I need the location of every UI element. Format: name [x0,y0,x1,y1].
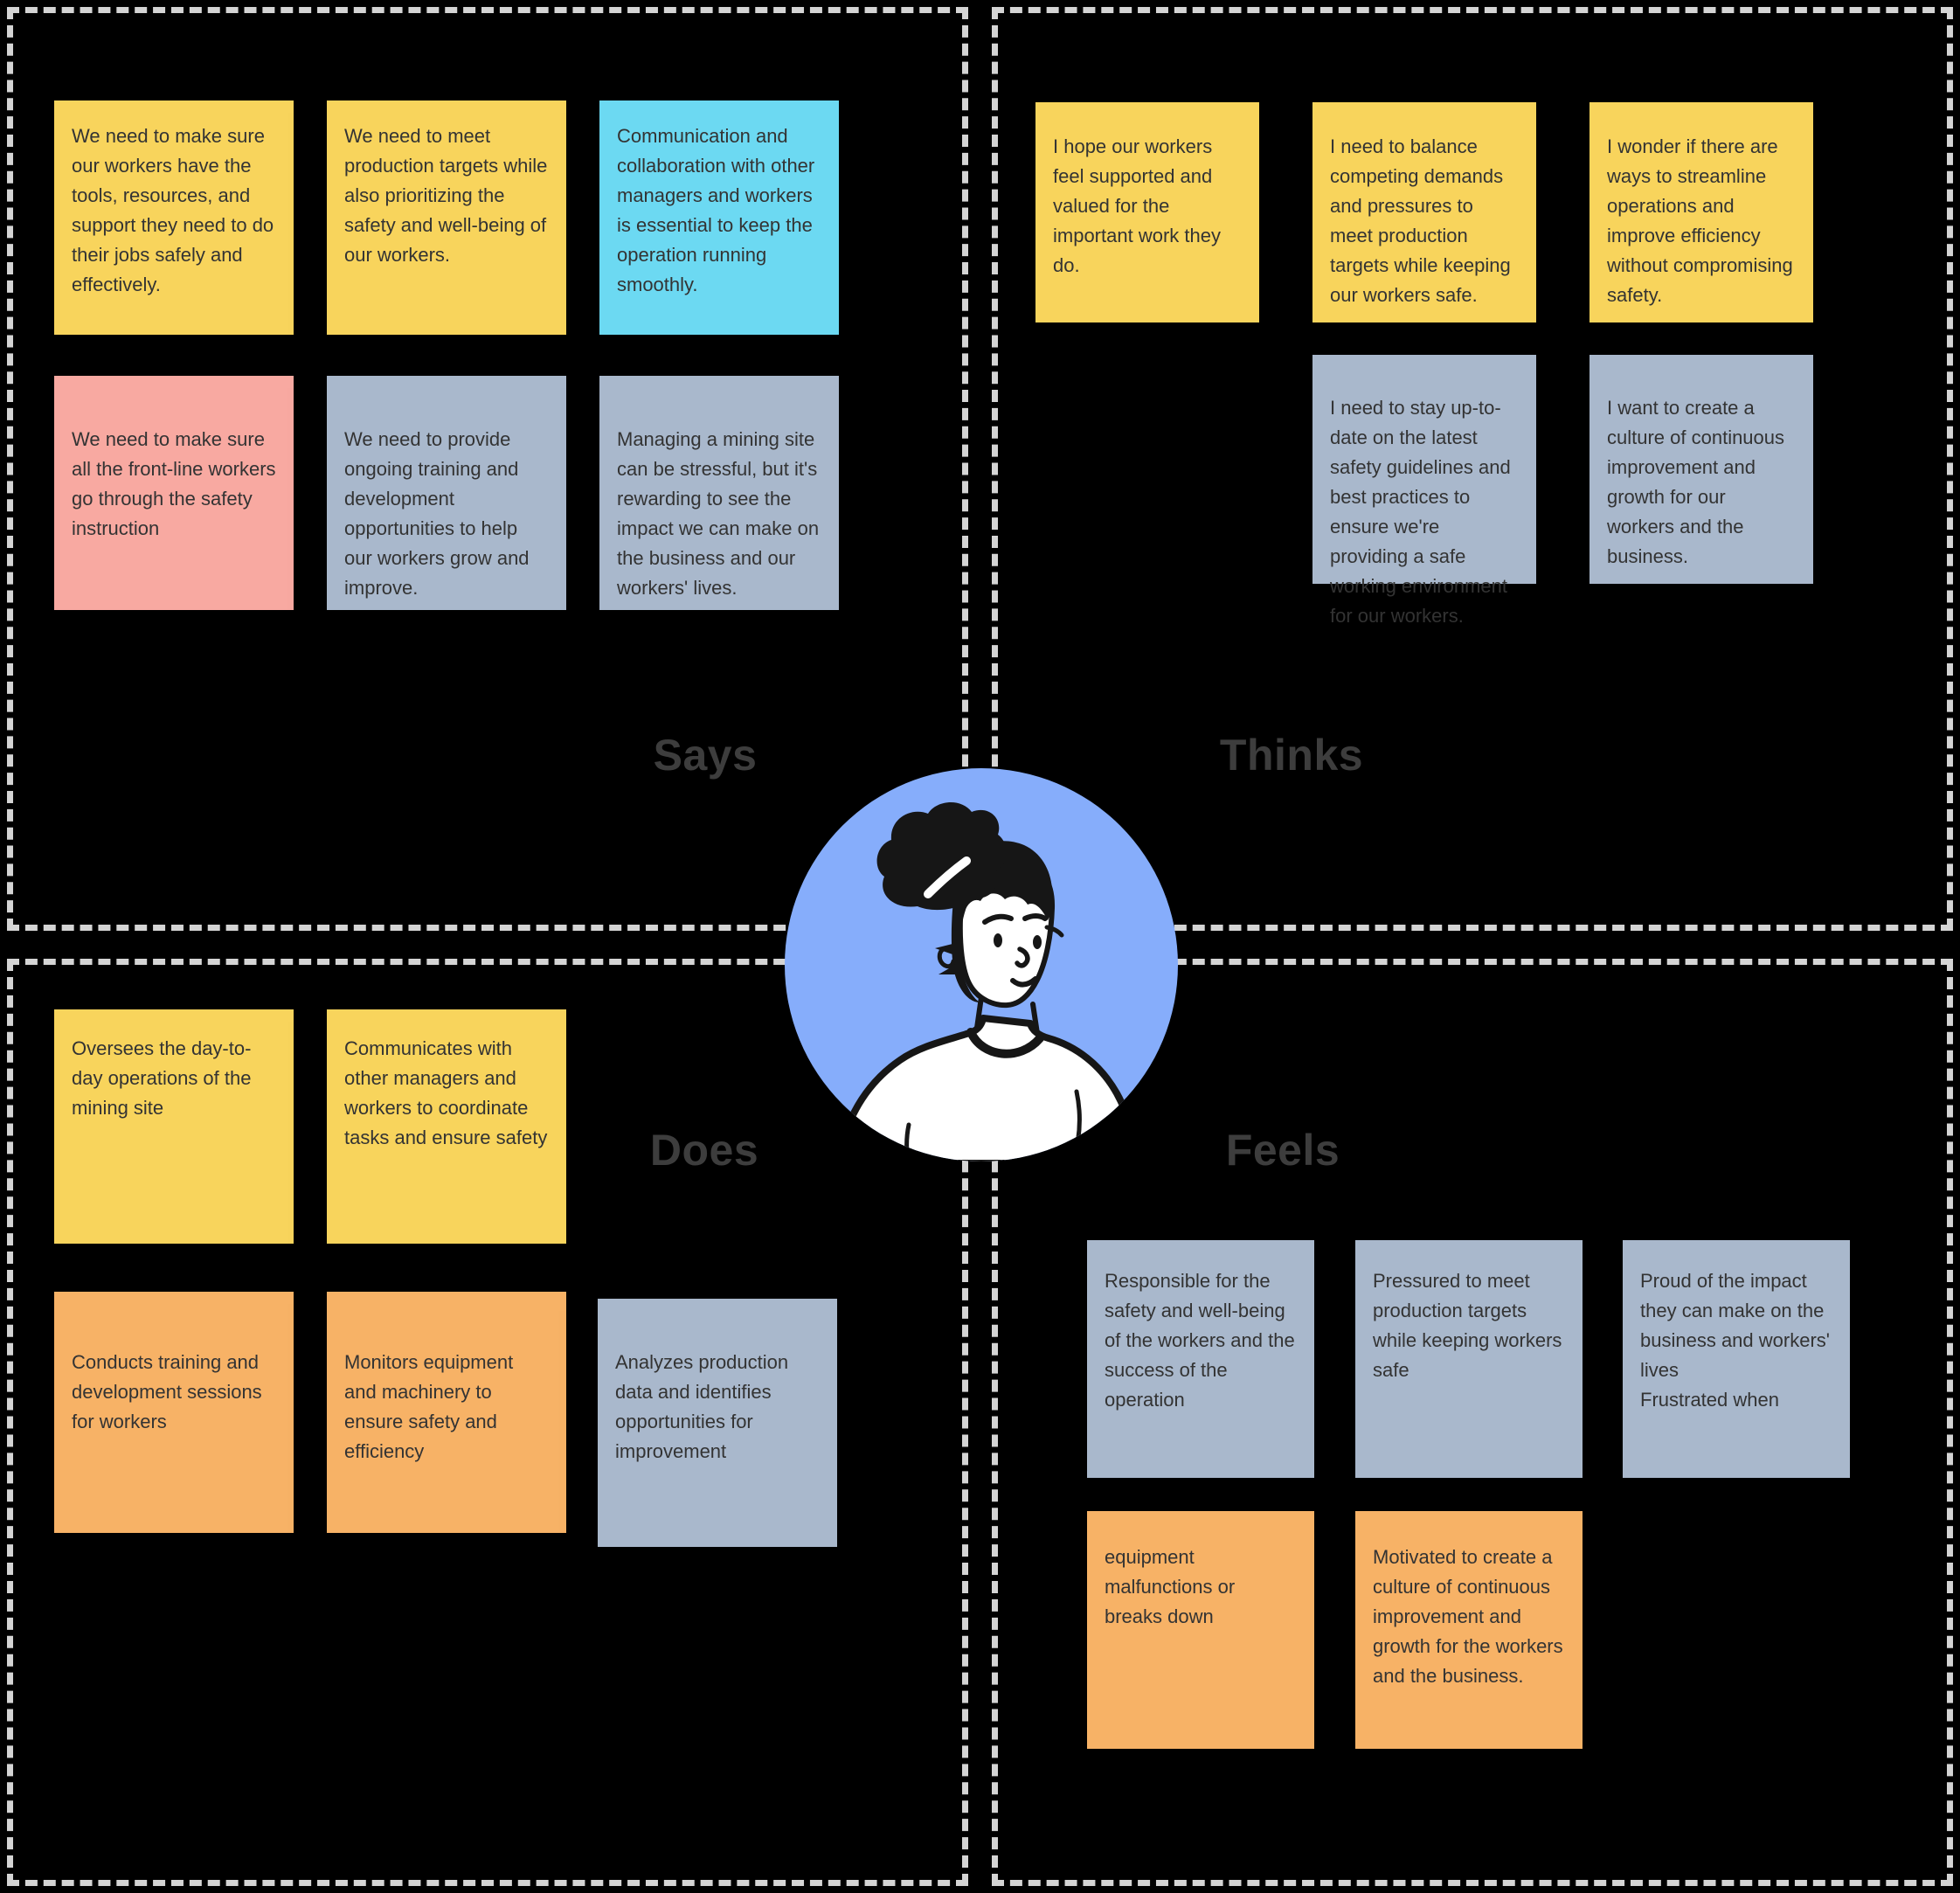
sticky-note-says-2[interactable]: We need to meet production targets while… [327,101,566,335]
quadrant-label-thinks: Thinks [1219,731,1364,780]
sticky-note-does-15[interactable]: Monitors equipment and machinery to ensu… [327,1292,566,1533]
sticky-note-feels-21[interactable]: Motivated to create a culture of continu… [1355,1511,1583,1749]
quadrant-label-feels: Feels [1225,1126,1340,1175]
sticky-note-feels-20[interactable]: equipment malfunctions or breaks down [1087,1511,1314,1749]
sticky-note-feels-18[interactable]: Pressured to meet production targets whi… [1355,1240,1583,1478]
quadrant-does-frame [7,959,968,1886]
sticky-note-says-5[interactable]: We need to provide ongoing training and … [327,376,566,610]
sticky-note-thinks-11[interactable]: I want to create a culture of continuous… [1589,355,1813,584]
sticky-note-thinks-10[interactable]: I need to stay up-to-date on the latest … [1312,355,1536,627]
quadrant-feels-frame [992,959,1953,1886]
sticky-note-says-6[interactable]: Managing a mining site can be stressful,… [599,376,839,610]
avatar-shirt [834,1015,1139,1161]
sticky-note-thinks-7[interactable]: I hope our workers feel supported and va… [1035,102,1259,322]
quadrant-label-does: Does [649,1126,759,1175]
sticky-note-does-13[interactable]: Communicates with other managers and wor… [327,1009,566,1244]
avatar-scrunchie [924,856,971,898]
sticky-note-says-1[interactable]: We need to make sure our workers have th… [54,101,294,335]
sticky-note-does-16[interactable]: Analyzes production data and identifies … [598,1299,837,1547]
quadrant-thinks-frame [992,7,1953,931]
sticky-note-thinks-8[interactable]: I need to balance competing demands and … [1312,102,1536,322]
avatar-hair-bun [876,801,1007,911]
sticky-note-says-3[interactable]: Communication and collaboration with oth… [599,101,839,335]
sticky-note-feels-17[interactable]: Responsible for the safety and well-bein… [1087,1240,1314,1478]
sticky-note-feels-19[interactable]: Proud of the impact they can make on the… [1623,1240,1850,1478]
quadrant-label-says: Says [653,731,758,780]
sticky-note-does-12[interactable]: Oversees the day-to-day operations of th… [54,1009,294,1244]
persona-avatar [785,768,1178,1161]
sticky-note-says-4[interactable]: We need to make sure all the front-line … [54,376,294,610]
sticky-note-does-14[interactable]: Conducts training and development sessio… [54,1292,294,1533]
sticky-note-thinks-9[interactable]: I wonder if there are ways to streamline… [1589,102,1813,322]
quadrant-says-frame [7,7,968,931]
persona-avatar-illustration [785,768,1178,1161]
